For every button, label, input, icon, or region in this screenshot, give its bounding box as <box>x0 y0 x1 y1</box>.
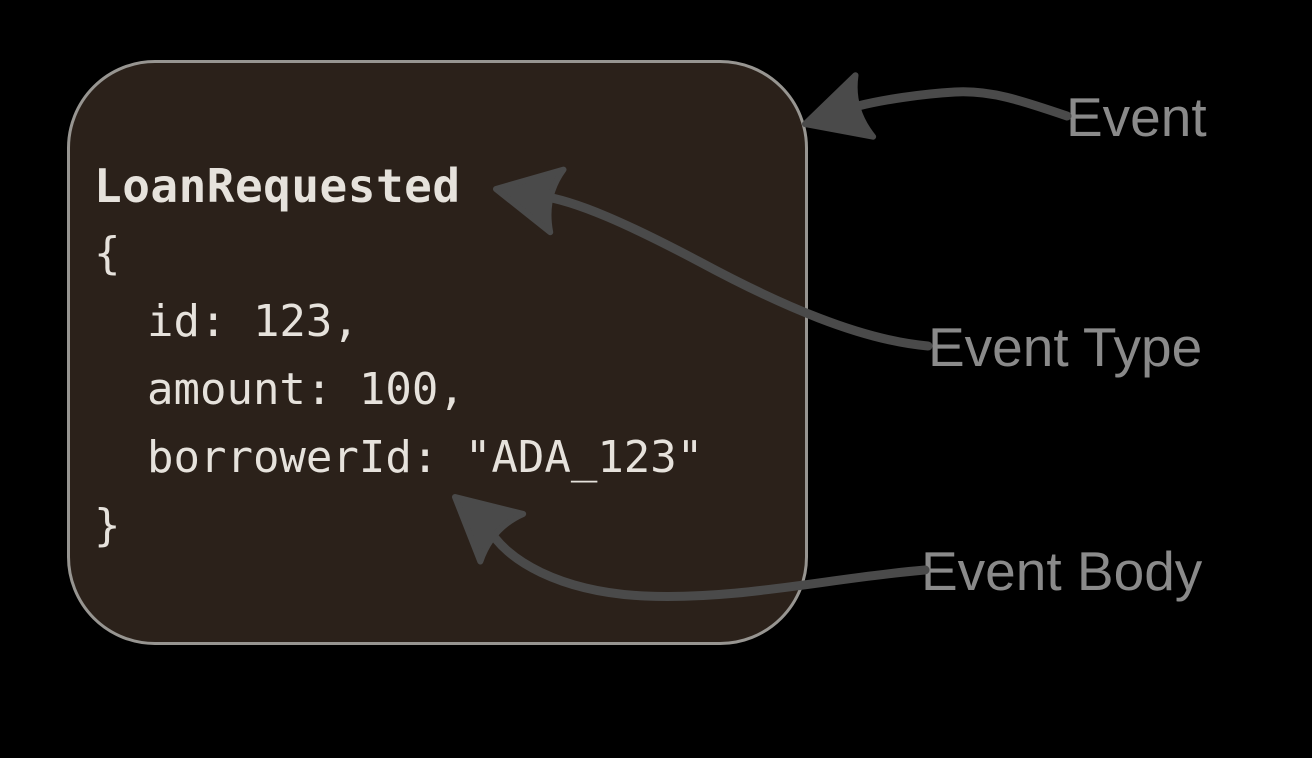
event-body-code: { id: 123, amount: 100, borrowerId: "ADA… <box>94 228 704 551</box>
event-code-block: LoanRequested { id: 123, amount: 100, bo… <box>94 152 703 560</box>
event-arrow-line <box>853 87 1072 121</box>
annotation-label-event: Event <box>1066 86 1207 148</box>
event-type-name: LoanRequested <box>94 159 461 213</box>
annotation-label-event-type: Event Type <box>928 316 1203 378</box>
annotation-label-event-body: Event Body <box>921 540 1203 602</box>
